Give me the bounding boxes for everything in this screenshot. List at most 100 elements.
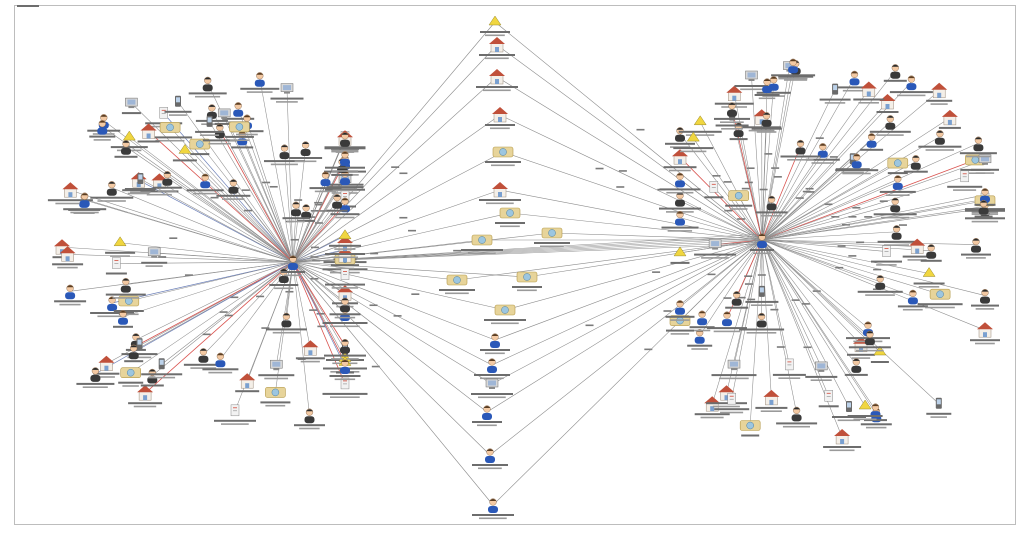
network-node[interactable] xyxy=(694,239,737,259)
network-node[interactable] xyxy=(663,149,697,172)
network-node[interactable] xyxy=(869,115,911,136)
network-node[interactable] xyxy=(534,227,570,248)
network-node[interactable] xyxy=(512,271,542,292)
network-node[interactable] xyxy=(90,181,134,202)
network-node[interactable] xyxy=(947,170,983,191)
network-node[interactable] xyxy=(282,201,310,223)
network-node[interactable] xyxy=(480,15,510,37)
network-node[interactable] xyxy=(771,58,816,80)
network-node[interactable] xyxy=(889,75,933,97)
network-node[interactable] xyxy=(224,121,254,141)
network-node[interactable] xyxy=(670,246,690,264)
network-node[interactable] xyxy=(148,122,193,142)
network-node[interactable] xyxy=(164,95,192,116)
network-node[interactable] xyxy=(837,70,872,92)
network-node[interactable] xyxy=(903,155,928,173)
network-node[interactable] xyxy=(114,140,138,158)
network-node[interactable] xyxy=(739,420,761,437)
network-node[interactable] xyxy=(704,181,724,199)
network-node[interactable] xyxy=(472,405,502,427)
network-node[interactable] xyxy=(258,359,295,380)
network-node[interactable] xyxy=(121,97,141,115)
network-node[interactable] xyxy=(141,247,168,267)
network-node[interactable] xyxy=(309,171,342,193)
network-node[interactable] xyxy=(902,238,932,261)
network-node[interactable] xyxy=(322,377,368,398)
network-node[interactable] xyxy=(439,274,475,295)
network-node[interactable] xyxy=(264,144,305,166)
network-node[interactable] xyxy=(689,310,715,332)
network-node[interactable] xyxy=(661,211,699,232)
network-node[interactable] xyxy=(495,207,525,228)
network-node[interactable] xyxy=(739,312,785,334)
network-node[interactable] xyxy=(183,348,223,369)
network-node[interactable] xyxy=(124,344,144,363)
network-node[interactable] xyxy=(877,225,916,246)
network-node[interactable] xyxy=(918,130,962,151)
network-node[interactable] xyxy=(152,171,182,192)
network-node[interactable] xyxy=(714,392,750,414)
right-hub[interactable] xyxy=(750,233,774,255)
network-node[interactable] xyxy=(52,246,84,269)
network-node[interactable] xyxy=(479,182,521,205)
network-node[interactable] xyxy=(329,359,361,381)
network-node[interactable] xyxy=(269,268,299,290)
network-node[interactable] xyxy=(873,197,917,219)
network-node[interactable] xyxy=(961,238,991,259)
network-node[interactable] xyxy=(776,406,818,428)
network-node[interactable] xyxy=(819,83,851,104)
network-node[interactable] xyxy=(844,358,868,376)
network-node[interactable] xyxy=(725,291,749,309)
network-node[interactable] xyxy=(214,404,256,425)
network-node[interactable] xyxy=(832,401,866,422)
network-node[interactable] xyxy=(472,448,508,470)
network-node[interactable] xyxy=(751,112,782,133)
network-node[interactable] xyxy=(974,200,993,218)
left-hub[interactable] xyxy=(281,255,305,277)
network-node[interactable] xyxy=(780,139,821,161)
network-node[interactable] xyxy=(76,367,115,389)
network-node[interactable] xyxy=(887,157,909,175)
network-node[interactable] xyxy=(835,153,879,175)
network-node[interactable] xyxy=(47,182,93,205)
network-node[interactable] xyxy=(970,322,1000,345)
network-node[interactable] xyxy=(89,119,116,141)
network-node[interactable] xyxy=(971,289,999,310)
network-node[interactable] xyxy=(772,358,806,379)
network-node[interactable] xyxy=(485,146,521,167)
network-node[interactable] xyxy=(329,297,361,319)
network-node[interactable] xyxy=(711,359,757,380)
network-node[interactable] xyxy=(113,310,133,328)
network-node[interactable] xyxy=(971,154,999,174)
network-node[interactable] xyxy=(188,76,227,98)
network-node[interactable] xyxy=(673,131,714,153)
network-node[interactable] xyxy=(665,300,695,321)
network-node[interactable] xyxy=(240,72,280,93)
network-node[interactable] xyxy=(137,123,160,143)
network-node[interactable] xyxy=(959,136,997,158)
network-node[interactable] xyxy=(472,498,514,520)
network-node[interactable] xyxy=(118,367,144,387)
network-node[interactable] xyxy=(479,37,515,60)
network-node[interactable] xyxy=(202,352,239,374)
network-node[interactable] xyxy=(745,285,779,306)
network-node[interactable] xyxy=(687,329,713,350)
network-node[interactable] xyxy=(202,123,237,145)
network-node[interactable] xyxy=(707,311,747,333)
network-node[interactable] xyxy=(294,408,325,430)
network-node[interactable] xyxy=(461,234,503,255)
network-node[interactable] xyxy=(172,143,197,162)
network-node[interactable] xyxy=(270,83,304,103)
network-node[interactable] xyxy=(325,151,365,172)
network-node[interactable] xyxy=(326,194,348,212)
network-node[interactable] xyxy=(848,330,891,352)
network-node[interactable] xyxy=(476,69,518,92)
network-node[interactable] xyxy=(823,429,862,452)
network-node[interactable] xyxy=(883,64,907,82)
network-node[interactable] xyxy=(105,236,136,257)
network-node[interactable] xyxy=(805,361,838,381)
network-node[interactable] xyxy=(853,81,885,104)
network-node[interactable] xyxy=(484,304,526,325)
network-node[interactable] xyxy=(734,70,769,91)
network-node[interactable] xyxy=(666,315,694,335)
